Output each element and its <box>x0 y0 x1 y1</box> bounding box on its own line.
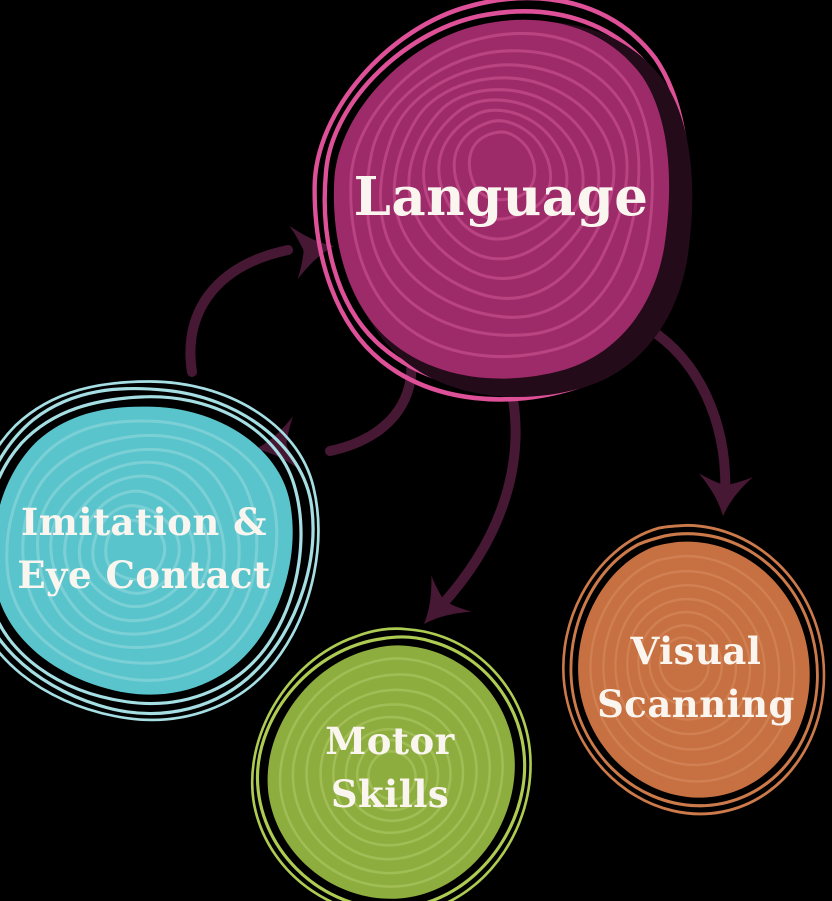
arrow-language-to-visual <box>636 319 753 518</box>
language-node <box>288 0 718 425</box>
arrow-language-to-motor <box>403 375 521 643</box>
arrow-imitation-to-language <box>185 219 339 377</box>
visual-node <box>541 503 832 836</box>
visual-blob <box>561 526 827 814</box>
